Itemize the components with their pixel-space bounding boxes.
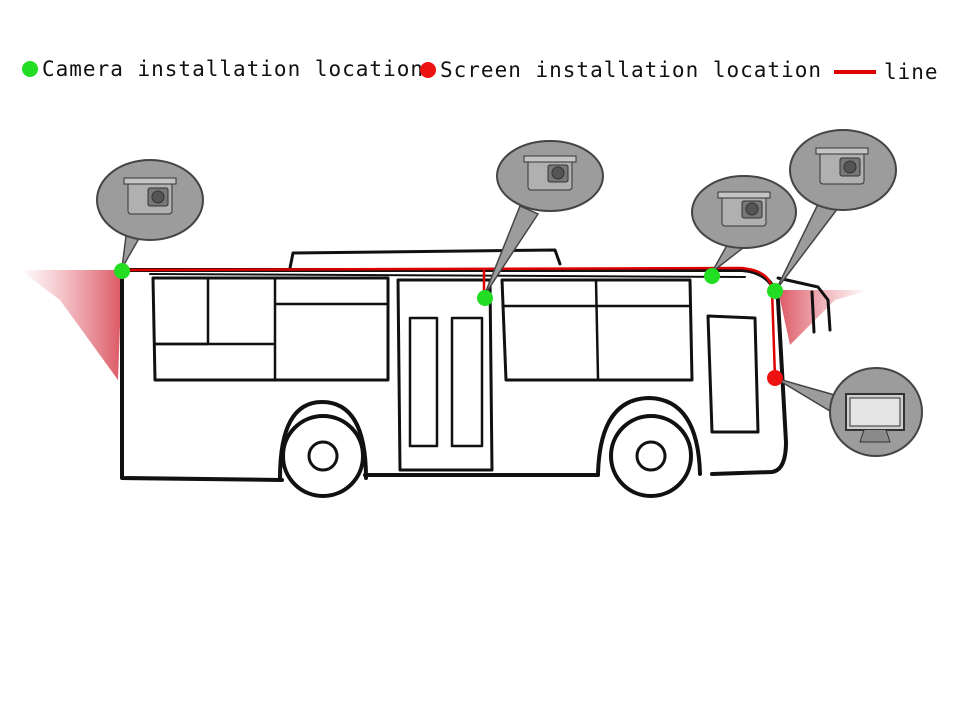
legend-camera-label: Camera installation location <box>42 57 425 81</box>
screen-callout <box>774 367 923 457</box>
camera-icon <box>523 155 577 191</box>
camera-callout-middle <box>483 140 604 297</box>
bus-outline <box>118 248 832 482</box>
camera-markers <box>114 263 783 306</box>
red-line-icon <box>834 70 876 74</box>
camera-callout-bumper <box>775 129 897 291</box>
legend-screen: Screen installation location <box>420 58 822 82</box>
legend-line: line <box>834 60 939 84</box>
camera-callout-front <box>691 175 797 273</box>
camera-marker-middle <box>477 290 493 306</box>
camera-icon <box>717 191 771 227</box>
rear-camera-view-beam <box>20 270 122 380</box>
camera-icon <box>123 177 177 215</box>
legend: Camera installation location Screen inst… <box>22 55 942 91</box>
front-camera-view-beam <box>778 290 870 345</box>
legend-line-label: line <box>884 60 939 84</box>
camera-marker-front <box>704 268 720 284</box>
green-dot-icon <box>22 61 38 77</box>
bus-wheels <box>281 414 693 498</box>
legend-camera: Camera installation location <box>22 57 424 81</box>
red-dot-icon <box>420 62 436 78</box>
monitor-icon <box>845 393 905 443</box>
camera-icon <box>815 147 869 185</box>
screen-marker <box>767 370 783 386</box>
camera-marker-rear <box>114 263 130 279</box>
camera-callout-rear <box>96 159 204 269</box>
wiring-line <box>121 266 777 379</box>
camera-marker-bumper <box>767 283 783 299</box>
legend-screen-label: Screen installation location <box>440 58 823 82</box>
